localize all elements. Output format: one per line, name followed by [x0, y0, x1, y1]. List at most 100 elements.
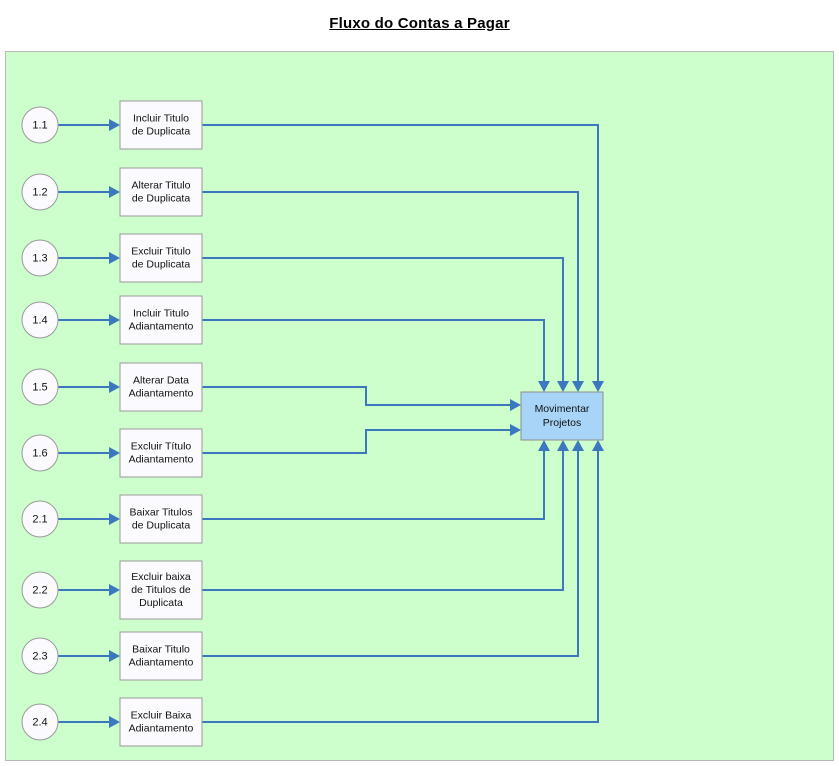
arrow-head-right: [109, 513, 120, 525]
connector-to-center-top: [202, 257, 564, 381]
process-node-label-line: de Duplicata: [132, 125, 191, 137]
connectors-layer: [58, 119, 604, 728]
arrow-head-down: [592, 381, 604, 392]
connector-to-center-left: [202, 429, 510, 454]
connector-to-center-top: [202, 124, 599, 381]
process-node-label-line: Adiantamento: [129, 387, 194, 399]
process-node-label-line: Excluir Título: [131, 440, 192, 452]
process-node-label-line: de Duplicata: [132, 519, 191, 531]
start-node-ref-label: 1.4: [32, 314, 47, 326]
arrow-head-right: [510, 424, 521, 436]
process-node-label-line: Alterar Titulo: [132, 179, 191, 191]
process-node-rect: [119, 100, 203, 150]
process-node-label-line: Excluir baixa: [131, 571, 191, 583]
process-node-label-line: Adiantamento: [129, 320, 194, 332]
arrow-head-right: [109, 716, 120, 728]
title-bar: Fluxo do Contas a Pagar: [0, 0, 839, 46]
process-node-label-line: Incluir Titulo: [133, 112, 189, 124]
center-node-rect: [520, 391, 604, 441]
process-node-label-line: Excluir Titulo: [131, 245, 191, 257]
process-node-label-line: Excluir Baixa: [131, 709, 192, 721]
start-node-circle: [21, 571, 59, 609]
arrow-head-right: [109, 447, 120, 459]
start-node-ref-label: 2.3: [32, 650, 47, 662]
start-node-circle: [21, 239, 59, 277]
connector-to-center-left: [202, 386, 510, 406]
connector-to-center-top: [202, 319, 545, 381]
flow-start-node-2.4[interactable]: 2.4: [21, 703, 59, 741]
start-node-ref-label: 2.4: [32, 716, 47, 728]
start-node-circle: [21, 173, 59, 211]
arrow-head-up: [538, 440, 550, 451]
arrow-head-right: [109, 650, 120, 662]
flow-start-node-1.4[interactable]: 1.4: [21, 301, 59, 339]
start-node-ref-label: 1.3: [32, 252, 47, 264]
process-node-label-line: Baixar Titulo: [132, 643, 190, 655]
process-node-rect: [119, 167, 203, 217]
process-node-label-line: de Duplicata: [132, 258, 191, 270]
arrow-head-down: [557, 381, 569, 392]
arrow-head-down: [538, 381, 550, 392]
flow-start-node-1.5[interactable]: 1.5: [21, 368, 59, 406]
arrow-head-up: [557, 440, 569, 451]
flow-start-node-1.2[interactable]: 1.2: [21, 173, 59, 211]
arrow-head-right: [109, 252, 120, 264]
process-node-rect: [119, 560, 203, 620]
process-node-rect: [119, 362, 203, 412]
start-node-ref-label: 1.6: [32, 447, 47, 459]
center-node-label-line: Movimentar: [535, 403, 590, 415]
connector-to-center-bottom: [202, 451, 579, 657]
arrow-head-right: [109, 186, 120, 198]
flow-start-node-2.1[interactable]: 2.1: [21, 500, 59, 538]
process-node-rect: [119, 428, 203, 478]
process-node-rect: [119, 494, 203, 544]
center-node-label-line: Projetos: [543, 417, 582, 429]
start-node-ref-label: 1.5: [32, 381, 47, 393]
process-node-label-line: Incluir Titulo: [133, 307, 189, 319]
start-node-circle: [21, 301, 59, 339]
process-node-rect: [119, 631, 203, 681]
arrow-head-right: [510, 399, 521, 411]
arrow-head-up: [572, 440, 584, 451]
process-node-label-line: de Titulos de: [131, 584, 191, 596]
arrow-head-up: [592, 440, 604, 451]
process-node-rect: [119, 295, 203, 345]
flow-start-node-2.2[interactable]: 2.2: [21, 571, 59, 609]
connector-to-center-bottom: [202, 451, 545, 520]
connector-to-center-bottom: [202, 451, 564, 591]
flow-start-node-2.3[interactable]: 2.3: [21, 637, 59, 675]
connector-to-center-bottom: [202, 451, 599, 723]
process-node-label-line: Adiantamento: [129, 722, 194, 734]
page-title: Fluxo do Contas a Pagar: [329, 14, 510, 32]
start-node-circle: [21, 368, 59, 406]
start-node-circle: [21, 703, 59, 741]
arrow-head-right: [109, 314, 120, 326]
start-node-ref-label: 1.1: [32, 119, 47, 131]
flow-start-node-1.6[interactable]: 1.6: [21, 434, 59, 472]
flow-start-node-1.3[interactable]: 1.3: [21, 239, 59, 277]
process-node-rect: [119, 697, 203, 747]
start-node-circle: [21, 106, 59, 144]
start-node-circle: [21, 500, 59, 538]
start-node-ref-label: 1.2: [32, 186, 47, 198]
arrow-head-right: [109, 584, 120, 596]
start-node-circle: [21, 434, 59, 472]
process-node-label-line: de Duplicata: [132, 192, 191, 204]
flow-start-node-1.1[interactable]: 1.1: [21, 106, 59, 144]
